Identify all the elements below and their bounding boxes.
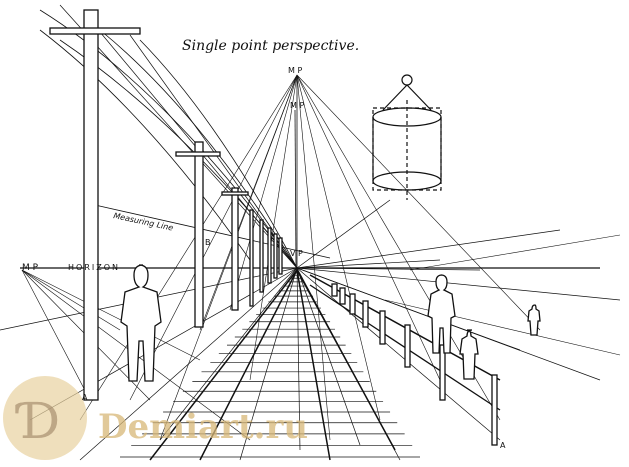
vanishing-line	[296, 267, 361, 446]
measuring-point-line	[296, 74, 381, 421]
label-horizon: HORIZON	[68, 263, 120, 272]
pole-1	[83, 9, 99, 401]
fence-post	[331, 283, 338, 297]
pole-crossarm-2	[175, 151, 221, 157]
vanishing-line	[296, 267, 621, 301]
measuring-point-line	[199, 74, 298, 331]
pole-far	[278, 237, 283, 275]
measuring-point-line	[21, 269, 201, 361]
rail-right-outer	[296, 269, 396, 451]
vanishing-line	[296, 267, 501, 441]
vanishing-line	[296, 199, 391, 269]
label-point-a-right: A	[500, 441, 506, 450]
fence-post	[491, 374, 498, 446]
label-mp-left: M P	[22, 263, 39, 273]
pole-2	[194, 141, 204, 328]
suspended-cylinder	[372, 74, 442, 200]
fence-post	[439, 344, 446, 401]
fence-post	[362, 300, 369, 328]
wire	[39, 29, 251, 261]
measuring-point-line	[296, 74, 441, 381]
measuring-point-line	[79, 74, 298, 421]
pole-crossarm-1	[49, 27, 141, 35]
diagram-title: Single point perspective.	[182, 38, 359, 54]
watermark-text: Demiart.ru	[98, 407, 308, 447]
vertical-line	[294, 109, 297, 269]
pole-far	[259, 219, 264, 293]
label-measuring-line: Measuring Line	[113, 211, 174, 232]
measuring-point-line	[21, 269, 91, 401]
measuring-line	[94, 204, 331, 259]
measuring-point-line	[129, 74, 298, 401]
vanishing-line	[296, 267, 301, 451]
measuring-point-line	[229, 74, 298, 311]
vanishing-line	[296, 259, 441, 269]
watermark-logo: Ɗ	[3, 376, 87, 460]
fence-post	[404, 324, 411, 368]
railroad-track	[120, 269, 420, 461]
figure-small-right	[459, 329, 479, 380]
human-figures	[120, 264, 541, 382]
measuring-point-line	[296, 74, 541, 331]
fence-post	[379, 310, 386, 345]
label-point-b: B	[205, 238, 211, 247]
figure-far	[527, 304, 541, 336]
fence-post	[349, 293, 356, 315]
label-vp: V P	[290, 249, 303, 258]
vanishing-line	[296, 267, 481, 271]
pole-far	[267, 227, 272, 284]
pole-far	[249, 209, 254, 307]
pole-3	[231, 187, 239, 311]
measuring-point-line	[21, 269, 121, 331]
label-mp-top: M P	[288, 66, 302, 75]
ground-line	[384, 299, 621, 356]
wire	[139, 39, 298, 269]
vanishing-line	[296, 267, 521, 351]
figure-right	[427, 274, 456, 354]
pole-far	[273, 233, 278, 279]
ground-line	[409, 234, 621, 271]
svg-text:Ɗ: Ɗ	[15, 392, 60, 450]
telegraph-poles	[49, 9, 283, 401]
fence-post	[339, 287, 346, 305]
label-mp-mid: M P	[290, 101, 304, 110]
label-point-a: A	[82, 393, 88, 402]
figure-left	[120, 264, 162, 382]
vanishing-line	[296, 229, 561, 269]
pole-crossarm-3	[221, 191, 249, 196]
measuring-point-line	[296, 74, 331, 441]
vanishing-line	[239, 267, 298, 461]
